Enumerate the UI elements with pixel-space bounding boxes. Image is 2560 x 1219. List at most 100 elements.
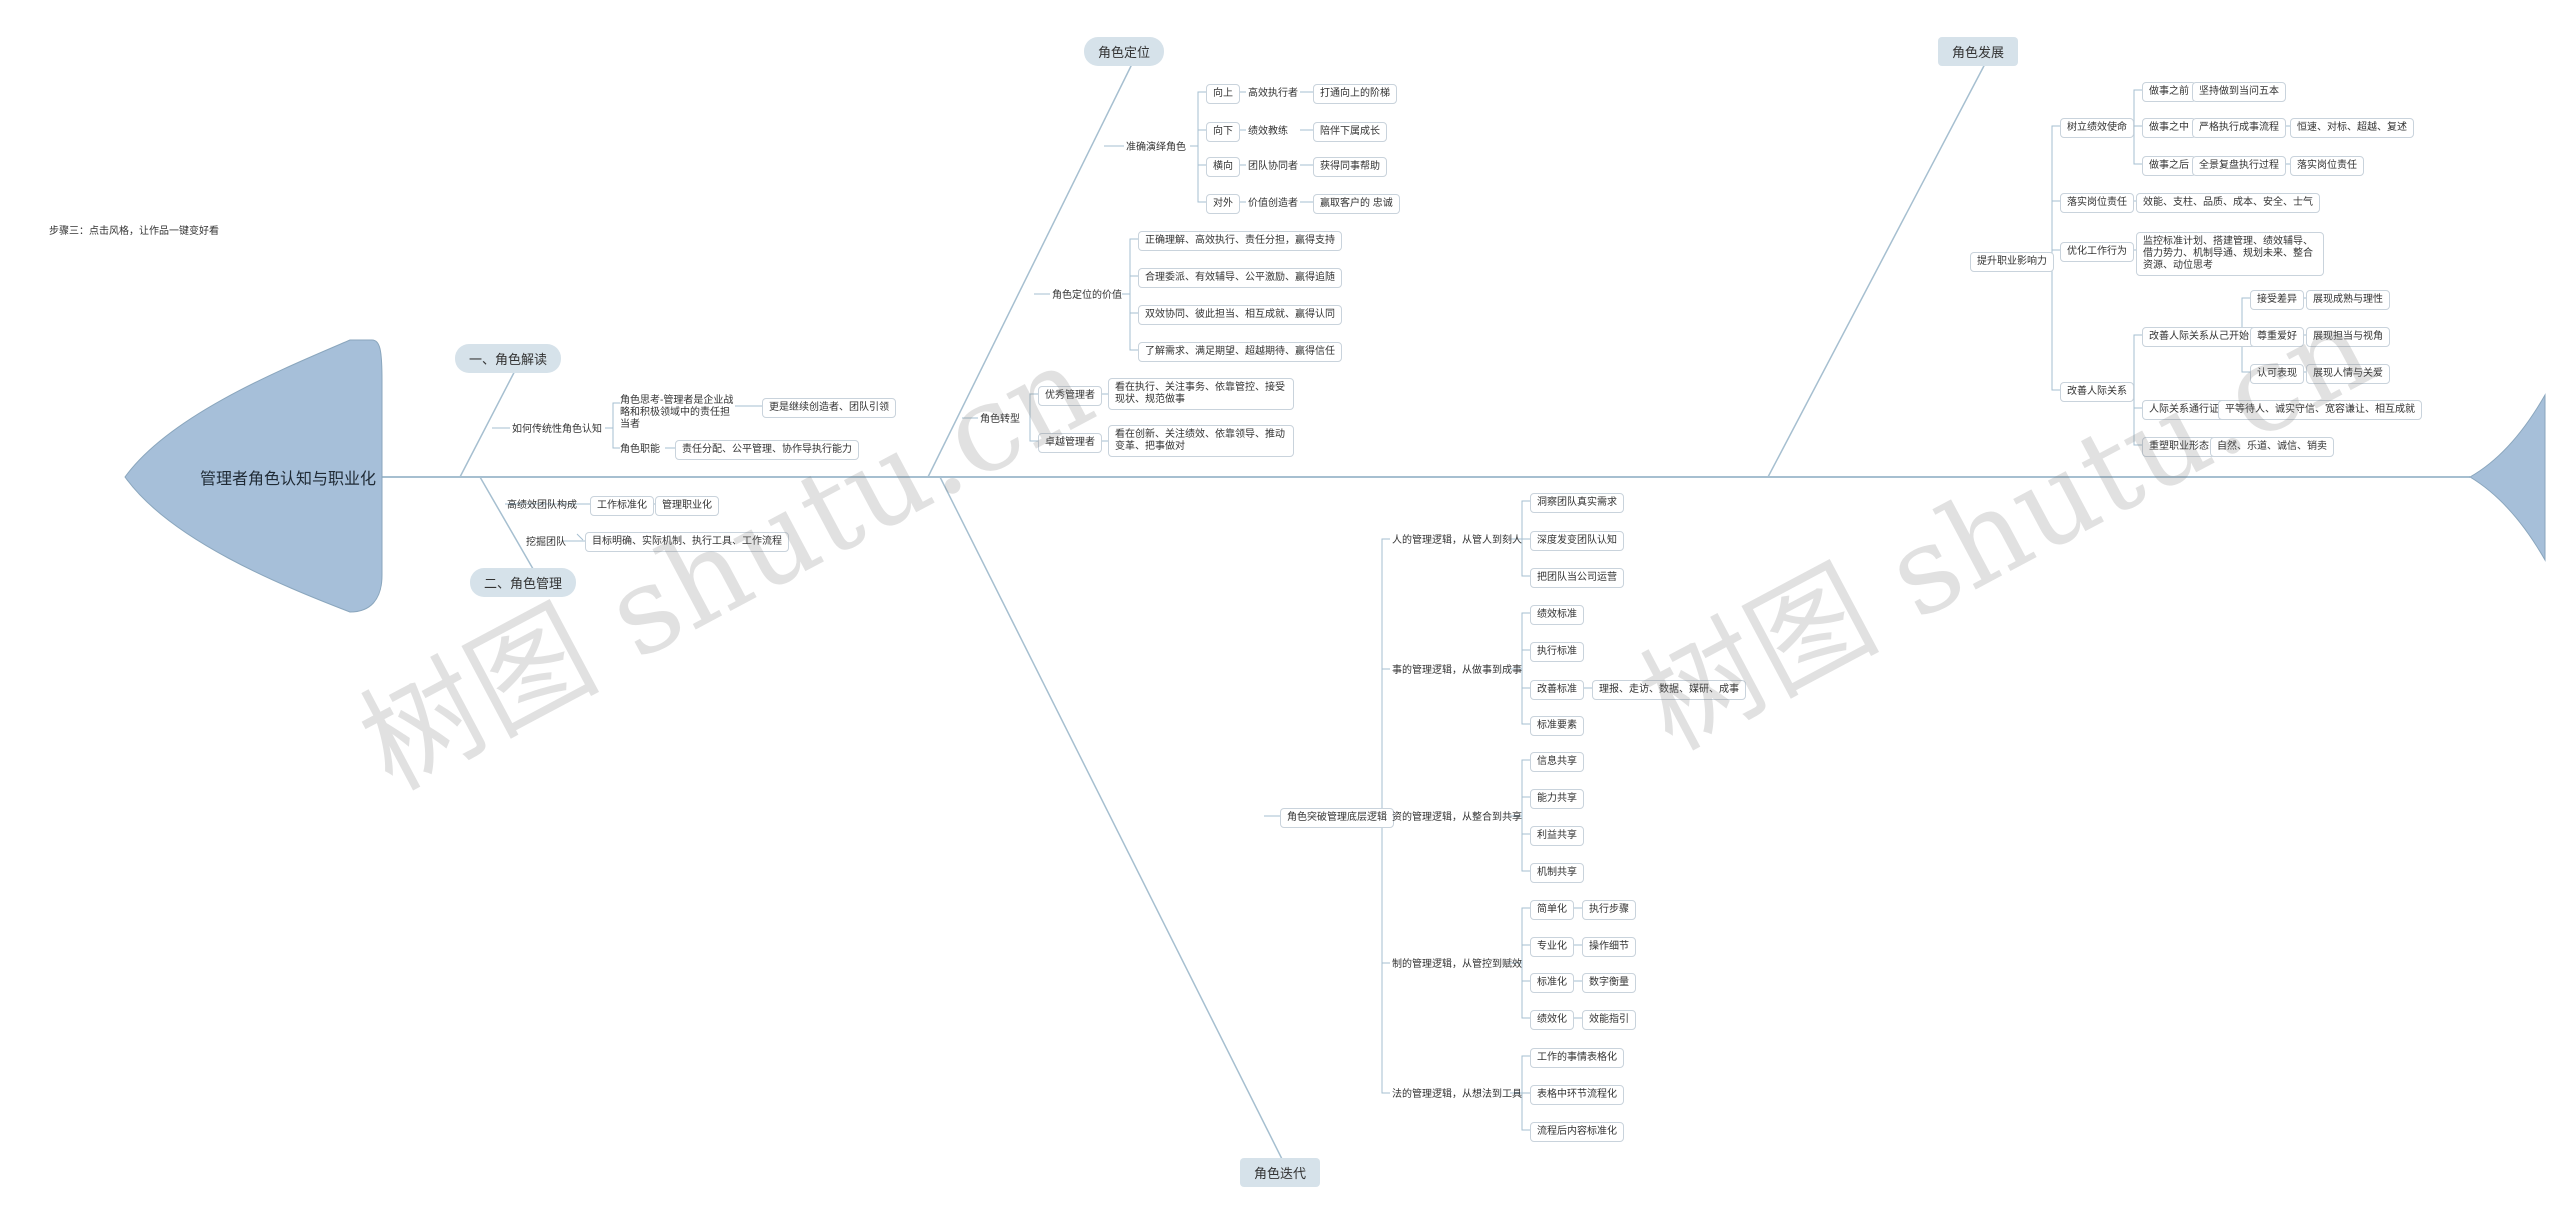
node-system-logic[interactable]: 制的管理逻辑，从管控到赋效 bbox=[1392, 959, 1522, 970]
node-professional-influence[interactable]: 提升职业影响力 bbox=[1970, 252, 2054, 272]
node-lateral[interactable]: 横向 bbox=[1206, 157, 1240, 177]
node-work-standardization[interactable]: 工作标准化 bbox=[590, 496, 654, 516]
node-upward[interactable]: 向上 bbox=[1206, 84, 1240, 104]
node-value-1[interactable]: 正确理解、高效执行、责任分担，赢得支持 bbox=[1138, 231, 1342, 251]
node-respect-hobbies[interactable]: 尊重爱好 bbox=[2250, 327, 2304, 347]
node-relationship-pass[interactable]: 人际关系通行证 bbox=[2142, 400, 2226, 420]
node-relationship-pass-detail[interactable]: 平等待人、诚实守信、宽容谦让、相互成就 bbox=[2218, 400, 2422, 420]
node-system-3[interactable]: 标准化 bbox=[1530, 973, 1574, 993]
node-resource-4[interactable]: 机制共享 bbox=[1530, 863, 1584, 883]
node-task-2[interactable]: 执行标准 bbox=[1530, 642, 1584, 662]
node-post-responsibility[interactable]: 落实岗位责任 bbox=[2060, 193, 2134, 213]
node-upward-role[interactable]: 高效执行者 bbox=[1248, 88, 1298, 99]
node-external-goal[interactable]: 赢取客户的 忠诚 bbox=[1313, 194, 1400, 214]
node-system-3-detail[interactable]: 数字衡量 bbox=[1582, 973, 1636, 993]
node-after[interactable]: 做事之后 bbox=[2142, 156, 2196, 176]
bone-s3 bbox=[927, 61, 1134, 478]
node-system-2-detail[interactable]: 操作细节 bbox=[1582, 937, 1636, 957]
node-excellent-manager[interactable]: 卓越管理者 bbox=[1038, 433, 1102, 453]
node-during[interactable]: 做事之中 bbox=[2142, 118, 2196, 138]
node-value-2[interactable]: 合理委派、有效辅导、公平激励、赢得追随 bbox=[1138, 268, 1342, 288]
node-role-function-detail[interactable]: 责任分配、公平管理、协作导执行能力 bbox=[675, 440, 859, 460]
fish-tail bbox=[2469, 393, 2546, 562]
node-method-logic[interactable]: 法的管理逻辑，从想法到工具 bbox=[1392, 1089, 1522, 1100]
node-accept-differences-detail[interactable]: 展现成熟与理性 bbox=[2306, 290, 2390, 310]
node-relationships[interactable]: 改善人际关系 bbox=[2060, 382, 2134, 402]
node-before[interactable]: 做事之前 bbox=[2142, 82, 2196, 102]
node-system-4[interactable]: 绩效化 bbox=[1530, 1010, 1574, 1030]
node-downward[interactable]: 向下 bbox=[1206, 122, 1240, 142]
node-system-1-detail[interactable]: 执行步骤 bbox=[1582, 900, 1636, 920]
node-before-detail[interactable]: 坚持做到当问五本 bbox=[2192, 82, 2286, 102]
node-role-function[interactable]: 角色职能 bbox=[620, 444, 660, 455]
node-resource-2[interactable]: 能力共享 bbox=[1530, 789, 1584, 809]
section-role-iteration[interactable]: 角色迭代 bbox=[1240, 1158, 1321, 1187]
node-team-mining-detail[interactable]: 目标明确、实际机制、执行工具、工作流程 bbox=[585, 532, 789, 552]
node-recognize-performance[interactable]: 认可表现 bbox=[2250, 364, 2304, 384]
node-good-manager[interactable]: 优秀管理者 bbox=[1038, 386, 1102, 406]
node-respect-hobbies-detail[interactable]: 展现担当与视角 bbox=[2306, 327, 2390, 347]
node-underlying-logic[interactable]: 角色突破管理底层逻辑 bbox=[1280, 808, 1394, 828]
node-traditional-role-cognition[interactable]: 如何传统性角色认知 bbox=[512, 424, 602, 435]
node-task-3[interactable]: 改善标准 bbox=[1530, 680, 1584, 700]
section-role-management[interactable]: 二、角色管理 bbox=[470, 568, 577, 597]
bone-s4 bbox=[939, 476, 1290, 1174]
node-task-3-detail[interactable]: 理报、走访、数据、媒研、成事 bbox=[1592, 680, 1746, 700]
node-high-performance-team[interactable]: 高绩效团队构成 bbox=[507, 500, 577, 511]
bone-s1 bbox=[459, 360, 521, 478]
node-reshape-form-detail[interactable]: 自然、乐道、诚信、销卖 bbox=[2210, 437, 2334, 457]
node-resource-1[interactable]: 信息共享 bbox=[1530, 752, 1584, 772]
node-task-4[interactable]: 标准要素 bbox=[1530, 716, 1584, 736]
node-resource-3[interactable]: 利益共享 bbox=[1530, 826, 1584, 846]
node-people-logic[interactable]: 人的管理逻辑，从管人到刻人 bbox=[1392, 535, 1522, 546]
node-method-1[interactable]: 工作的事情表格化 bbox=[1530, 1048, 1624, 1068]
node-task-logic[interactable]: 事的管理逻辑，从做事到成事 bbox=[1392, 665, 1522, 676]
section-role-development[interactable]: 角色发展 bbox=[1938, 37, 2019, 66]
node-downward-goal[interactable]: 陪伴下属成长 bbox=[1313, 122, 1387, 142]
node-excellent-manager-detail[interactable]: 看在创新、关注绩效、依靠领导、推动变革、把事做对 bbox=[1108, 425, 1294, 457]
section-role-interpretation[interactable]: 一、角色解读 bbox=[455, 344, 562, 373]
node-task-1[interactable]: 绩效标准 bbox=[1530, 605, 1584, 625]
node-mission[interactable]: 树立绩效使命 bbox=[2060, 118, 2134, 138]
node-downward-role[interactable]: 绩效教练 bbox=[1248, 126, 1288, 137]
node-positioning-value[interactable]: 角色定位的价值 bbox=[1052, 290, 1122, 301]
node-people-3[interactable]: 把团队当公司运营 bbox=[1530, 568, 1624, 588]
node-lateral-role[interactable]: 团队协同者 bbox=[1248, 161, 1298, 172]
node-optimize-behavior-detail[interactable]: 监控标准计划、搭建管理、绩效辅导、借力势力、机制导通、规划未来、整合资源、动位思… bbox=[2136, 232, 2324, 276]
node-after-detail[interactable]: 全景复盘执行过程 bbox=[2192, 156, 2286, 176]
node-reshape-form[interactable]: 重塑职业形态 bbox=[2142, 437, 2216, 457]
node-system-4-detail[interactable]: 效能指引 bbox=[1582, 1010, 1636, 1030]
node-role-transformation[interactable]: 角色转型 bbox=[980, 414, 1020, 425]
node-optimize-behavior[interactable]: 优化工作行为 bbox=[2060, 242, 2134, 262]
top-note: 步骤三：点击风格，让作品一键变好看 bbox=[49, 226, 219, 237]
fish-head bbox=[124, 339, 383, 613]
node-accept-differences[interactable]: 接受差异 bbox=[2250, 290, 2304, 310]
node-team-mining[interactable]: 挖掘团队 bbox=[526, 537, 566, 548]
node-during-detail-2[interactable]: 恒速、对标、超越、复述 bbox=[2290, 118, 2414, 138]
node-resource-logic[interactable]: 资的管理逻辑，从整合到共享 bbox=[1392, 812, 1522, 823]
node-value-creator[interactable]: 更是继续创造者、团队引领 bbox=[762, 398, 896, 418]
node-value-3[interactable]: 双效协同、彼此担当、相互成就、赢得认同 bbox=[1138, 305, 1342, 325]
node-lateral-goal[interactable]: 获得同事帮助 bbox=[1313, 157, 1387, 177]
node-role-thinking[interactable]: 角色思考-管理者是企业战略和积极领域中的责任担当者 bbox=[620, 395, 734, 430]
node-system-1[interactable]: 简单化 bbox=[1530, 900, 1574, 920]
node-after-detail-2[interactable]: 落实岗位责任 bbox=[2290, 156, 2364, 176]
node-people-1[interactable]: 洞察团队真实需求 bbox=[1530, 493, 1624, 513]
node-during-detail[interactable]: 严格执行成事流程 bbox=[2192, 118, 2286, 138]
node-method-2[interactable]: 表格中环节流程化 bbox=[1530, 1085, 1624, 1105]
node-good-manager-detail[interactable]: 看在执行、关注事务、依靠管控、接受现状、规范做事 bbox=[1108, 378, 1294, 410]
node-upward-goal[interactable]: 打通向上的阶梯 bbox=[1313, 84, 1397, 104]
node-relationships-self[interactable]: 改善人际关系从己开始 bbox=[2142, 327, 2256, 347]
node-management-professionalization[interactable]: 管理职业化 bbox=[655, 496, 719, 516]
node-people-2[interactable]: 深度发变团队认知 bbox=[1530, 531, 1624, 551]
node-recognize-performance-detail[interactable]: 展现人情与关爱 bbox=[2306, 364, 2390, 384]
node-system-2[interactable]: 专业化 bbox=[1530, 937, 1574, 957]
section-role-positioning[interactable]: 角色定位 bbox=[1084, 37, 1165, 66]
node-external-role[interactable]: 价值创造者 bbox=[1248, 198, 1298, 209]
node-method-3[interactable]: 流程后内容标准化 bbox=[1530, 1122, 1624, 1142]
node-external[interactable]: 对外 bbox=[1206, 194, 1240, 214]
node-accurate-role[interactable]: 准确演绎角色 bbox=[1126, 142, 1186, 153]
node-post-responsibility-detail[interactable]: 效能、支柱、品质、成本、安全、士气 bbox=[2136, 193, 2320, 213]
node-value-4[interactable]: 了解需求、满足期望、超越期待、赢得信任 bbox=[1138, 342, 1342, 362]
